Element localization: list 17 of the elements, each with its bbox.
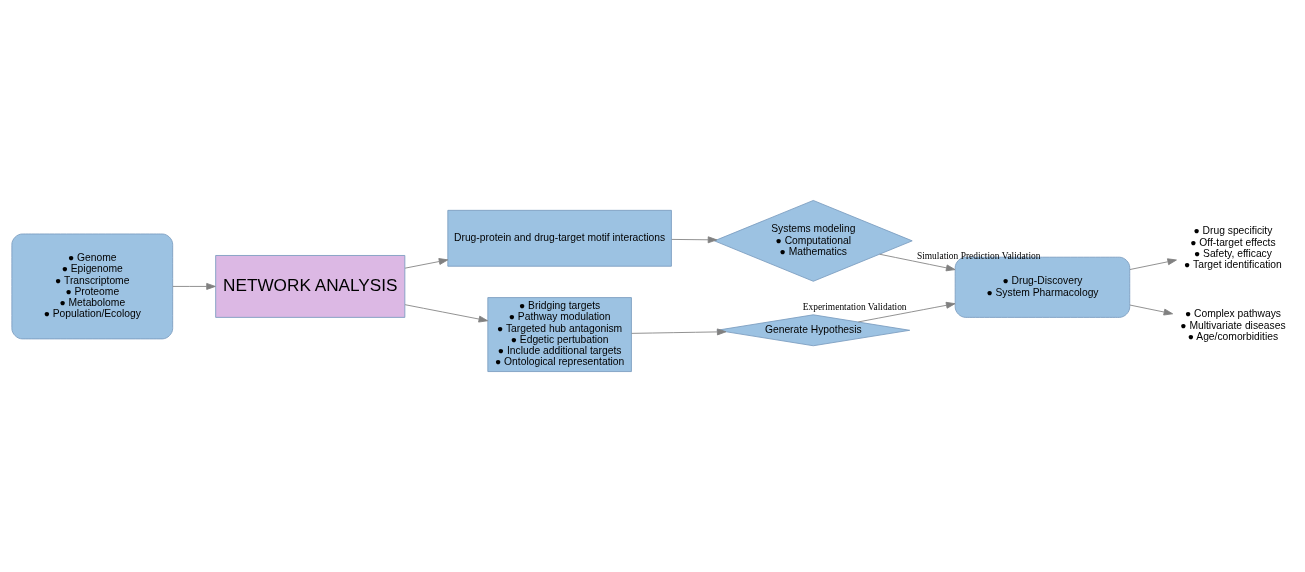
arrow — [879, 253, 956, 272]
node-box: ● Bridging targets ● Pathway modulation ● Targeted hub antagonism ● Edgetic pertubation ● Include additional targets ● Ontological representation — [487, 297, 632, 372]
node-box: NETWORK ANALYSIS — [215, 255, 406, 318]
edge-label: Experimentation Validation — [802, 302, 907, 313]
arrow — [857, 301, 956, 323]
node-text: ● Drug specificity ● Off-target effects ● Safety, efficacy ● Target identification — [1184, 225, 1282, 271]
arrow — [1129, 304, 1174, 316]
arrow — [631, 328, 727, 336]
node-text: ● Complex pathways ● Multivariate diseases ● Age/comorbidities — [1180, 308, 1286, 342]
arrow — [1129, 258, 1177, 270]
node-box: ● Genome ● Epigenome ● Transcriptome ● Proteome ● Metabolome ● Population/Ecology — [11, 233, 174, 340]
node-box: Drug-protein and drug-target motif interactions — [447, 209, 672, 267]
arrow — [172, 283, 216, 290]
arrow — [671, 236, 718, 244]
arrow — [404, 258, 449, 269]
node-diamond: Systems modeling ● Computational ● Mathematics — [714, 200, 913, 282]
arrow — [404, 304, 489, 323]
